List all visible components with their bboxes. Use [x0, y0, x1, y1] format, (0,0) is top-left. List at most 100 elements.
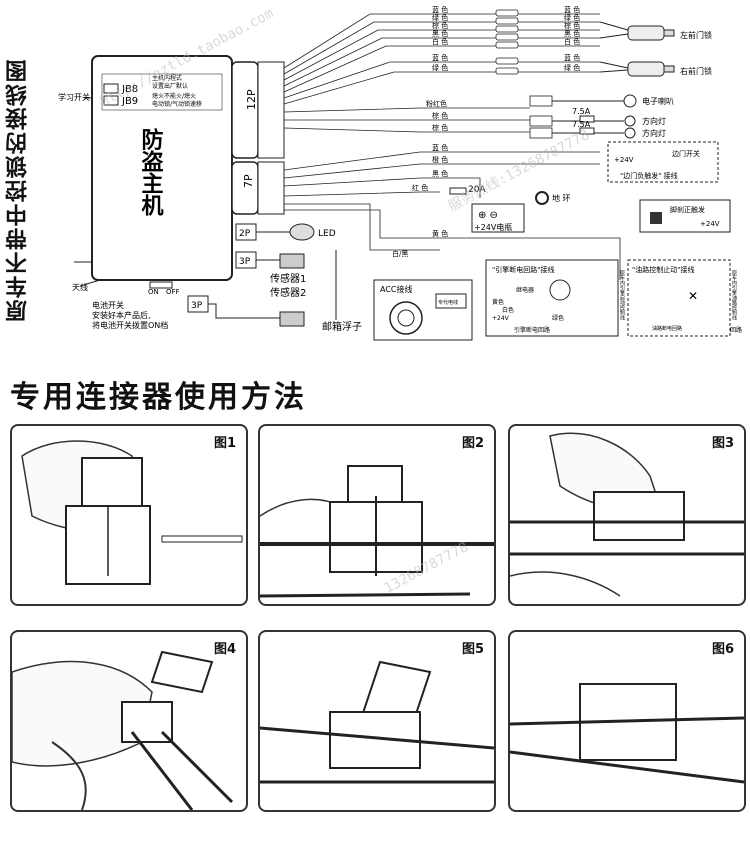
svg-text:+24V: +24V — [700, 220, 720, 228]
svg-text:棕 色: 棕 色 — [432, 21, 448, 30]
svg-text:ACC接线: ACC接线 — [380, 284, 413, 294]
jb9-label: JB9 — [121, 96, 138, 107]
right-front-lock: 右前门锁 — [599, 61, 712, 77]
svg-text:绿 色: 绿 色 — [564, 13, 580, 22]
svg-text:黄 色: 黄 色 — [432, 229, 448, 238]
switch-off: OFF — [166, 288, 180, 296]
svg-text:✕: ✕ — [688, 289, 698, 303]
wiring-diagram: JB8 JB9 主机内程式 设置出厂默认 熄火不能火/熄火 电动锁/气动锁速移 … — [58, 5, 742, 341]
jb-note4: 电动锁/气动锁速移 — [152, 100, 202, 108]
svg-text:粉红色: 粉红色 — [426, 99, 447, 108]
svg-text:传感器1: 传感器1 — [270, 272, 306, 285]
svg-text:绿 色: 绿 色 — [432, 13, 448, 22]
battery-note-2: 安装好本产品后, — [92, 310, 151, 320]
svg-text:"引擎断电回路"接线: "引擎断电回路"接线 — [492, 265, 554, 274]
figure-panel-2: 图2 — [258, 424, 496, 606]
svg-text:继电器: 继电器 — [516, 286, 534, 294]
turn-light-2: 方向灯 — [642, 128, 666, 138]
fuel-float-label: 邮箱浮子 — [322, 320, 362, 333]
battery-note-1: 电池开关 — [92, 300, 124, 310]
figure-panel-3: 图3 — [508, 424, 746, 606]
svg-text:绿 色: 绿 色 — [564, 63, 580, 72]
battery-box — [471, 203, 525, 233]
svg-text:+24V电瓶: +24V电瓶 — [474, 222, 512, 232]
svg-text:20A: 20A — [468, 185, 486, 195]
svg-text:专代电线: 专代电线 — [438, 299, 458, 306]
engine-cut-box — [485, 259, 619, 337]
svg-text:3P: 3P — [191, 301, 203, 311]
svg-text:黑 色: 黑 色 — [432, 169, 448, 178]
svg-text:"边门负触发" 接线: "边门负触发" 接线 — [620, 171, 678, 180]
svg-text:白/黑: 白/黑 — [392, 249, 408, 258]
svg-text:黑 色: 黑 色 — [432, 29, 448, 38]
svg-text:棕 色: 棕 色 — [432, 123, 448, 132]
svg-text:油路断电回路: 油路断电回路 — [652, 325, 682, 332]
jb-note3: 熄火不能火/熄火 — [152, 92, 196, 100]
figure-label-3: 图3 — [709, 432, 736, 451]
svg-text:蓝 色: 蓝 色 — [564, 53, 580, 62]
left-front-lock: 左前门锁 — [599, 21, 712, 41]
figure-label-1: 图1 — [211, 432, 238, 451]
figure-panel-1: 图1 — [10, 424, 248, 606]
svg-text:蓝 色: 蓝 色 — [564, 5, 580, 14]
svg-text:蓝 色: 蓝 色 — [432, 143, 448, 152]
jb-note2: 设置出厂默认 — [152, 82, 188, 90]
svg-text:+24V: +24V — [614, 156, 634, 164]
svg-text:3P: 3P — [239, 257, 251, 267]
svg-text:白 色: 白 色 — [432, 37, 448, 46]
figure-panel-6: 图6 — [508, 630, 746, 812]
acc-box — [373, 279, 473, 341]
svg-text:边门开关: 边门开关 — [672, 149, 700, 158]
svg-text:左前门锁: 左前门锁 — [680, 30, 712, 40]
svg-text:绿色: 绿色 — [552, 314, 564, 322]
ground-label: 地 环 — [552, 193, 571, 203]
svg-text:⊕ ⊖: ⊕ ⊖ — [478, 210, 498, 221]
turn-light-1: 方向灯 — [642, 116, 666, 126]
figure-label-4: 图4 — [211, 638, 238, 657]
figure-label-2: 图2 — [459, 432, 486, 451]
svg-text:LED: LED — [318, 229, 336, 239]
main-unit-title: 防盗主机 — [138, 128, 164, 217]
jb8-label: JB8 — [121, 84, 138, 95]
learn-switch-label: 学习开关 — [58, 92, 90, 102]
svg-text:蓝 色: 蓝 色 — [432, 5, 448, 14]
svg-text:棕 色: 棕 色 — [564, 21, 580, 30]
svg-text:"油路控制止动"接线: "油路控制止动"接线 — [632, 265, 694, 274]
horn-label: 电子喇叭 — [642, 96, 674, 106]
svg-text:12P: 12P — [245, 89, 258, 110]
switch-on: ON — [148, 288, 159, 296]
sensor-2 — [279, 311, 305, 327]
battery-note-3: 将电池开关拨置ON档 — [92, 320, 168, 330]
oil-cut-box — [627, 259, 731, 337]
svg-text:+24V: +24V — [492, 315, 510, 322]
svg-text:原车内引擎油路控制线: 原车内引擎油路控制线 — [731, 270, 737, 320]
jb-note1: 主机内程式 — [152, 74, 182, 82]
svg-text:红 色: 红 色 — [412, 183, 428, 192]
svg-text:黄色: 黄色 — [492, 298, 504, 306]
svg-text:引擎断电回路: 引擎断电回路 — [514, 326, 550, 334]
figure-label-6: 图6 — [709, 638, 736, 657]
svg-text:蓝 色: 蓝 色 — [432, 53, 448, 62]
svg-text:7P: 7P — [242, 174, 255, 188]
antenna-label: 天线 — [72, 282, 88, 292]
svg-text:7.5A: 7.5A — [572, 107, 591, 116]
figure-panel-5: 图5 — [258, 630, 496, 812]
led — [289, 223, 315, 241]
svg-text:回路: 回路 — [730, 326, 742, 334]
side-title: 原车不带中控锁的接线图 — [6, 58, 31, 322]
svg-text:白 色: 白 色 — [564, 37, 580, 46]
svg-text:脚刹正触发: 脚刹正触发 — [670, 205, 705, 214]
section-title: 专用连接器使用方法 — [10, 380, 307, 415]
figure-label-5: 图5 — [459, 638, 486, 657]
svg-text:右前门锁: 右前门锁 — [680, 66, 712, 76]
svg-text:白色: 白色 — [502, 306, 514, 314]
svg-text:棕 色: 棕 色 — [432, 111, 448, 120]
svg-text:黑 色: 黑 色 — [564, 29, 580, 38]
svg-text:2P: 2P — [239, 229, 251, 239]
svg-text:7.5A: 7.5A — [572, 120, 591, 129]
figure-panel-4: 图4 — [10, 630, 248, 812]
svg-text:传感器2: 传感器2 — [270, 286, 306, 299]
svg-text:绿 色: 绿 色 — [432, 63, 448, 72]
svg-text:原车内引擎启动控制线: 原车内引擎启动控制线 — [619, 270, 625, 320]
door-trigger-box — [607, 141, 719, 183]
